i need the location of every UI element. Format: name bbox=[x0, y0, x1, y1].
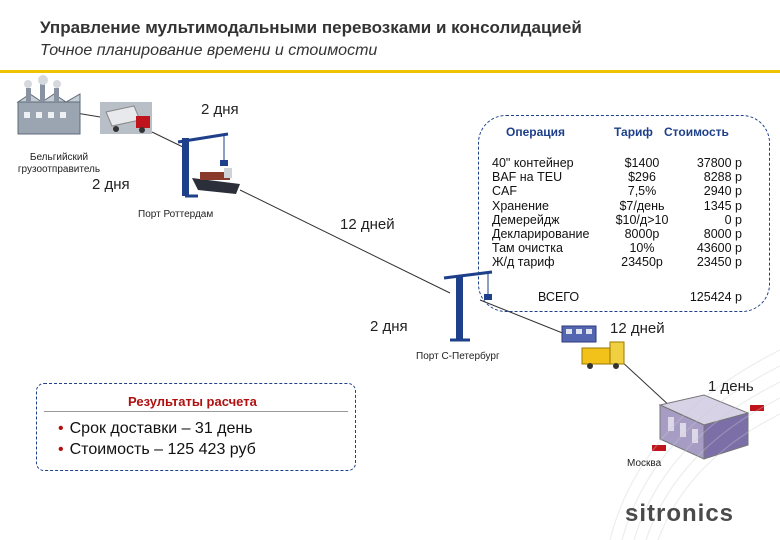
duration-label: 2 дня bbox=[201, 101, 239, 118]
result-text: Стоимость – 125 423 руб bbox=[69, 441, 256, 458]
truck-icon bbox=[100, 102, 152, 134]
page-subtitle: Точное планирование времени и стоимости bbox=[40, 42, 378, 59]
table-cell: 8000 р bbox=[703, 226, 742, 241]
total-label: ВСЕГО bbox=[538, 290, 580, 304]
table-cell: 23450р bbox=[621, 255, 663, 270]
operation-column: 40" контейнер BAF на TEU CAF Хранение Де… bbox=[492, 156, 589, 270]
table-cell: Декларирование bbox=[492, 226, 590, 241]
duration-label: 2 дня bbox=[92, 176, 130, 193]
warehouse-icon bbox=[652, 394, 764, 460]
table-cell: CAF bbox=[492, 184, 517, 199]
table-cell: 1345 р bbox=[703, 198, 742, 213]
table-cell: $296 bbox=[628, 170, 656, 185]
table-cell: 8000р bbox=[624, 226, 660, 241]
column-header-tariff: Тариф bbox=[614, 125, 653, 139]
table-cell: $7/день bbox=[619, 198, 665, 213]
page-title: Управление мультимодальными перевозками … bbox=[40, 18, 582, 37]
table-cell: Ж/д тариф bbox=[492, 255, 555, 270]
table-cell: $1400 bbox=[624, 156, 660, 170]
table-cell: $10/д>10 bbox=[615, 212, 669, 227]
result-text: Срок доставки – 31 день bbox=[69, 420, 253, 437]
duration-label: 2 дня bbox=[370, 318, 408, 335]
column-header-cost: Стоимость bbox=[664, 125, 729, 139]
table-cell: BAF на TEU bbox=[492, 170, 563, 185]
results-panel bbox=[36, 383, 356, 471]
truck-icon bbox=[581, 341, 625, 369]
tariff-table-frame bbox=[478, 115, 770, 312]
table-cell: 37800 р bbox=[696, 156, 742, 170]
shipper-label: Бельгийский грузоотправитель bbox=[17, 152, 101, 175]
table-cell: 10% bbox=[629, 241, 655, 256]
port-spb-label: Порт С-Петербург bbox=[416, 351, 500, 362]
results-title: Результаты расчета bbox=[128, 394, 257, 409]
cost-column: 37800 р 8288 р 2940 р 1345 р 0 р 8000 р … bbox=[672, 156, 742, 270]
ship-icon bbox=[192, 168, 240, 194]
table-cell: 0 р bbox=[724, 212, 742, 227]
sitronics-logo: sitronics bbox=[625, 500, 735, 527]
table-cell: Там очистка bbox=[492, 241, 563, 256]
column-header-operation: Операция bbox=[506, 125, 566, 139]
route-line-last bbox=[619, 359, 673, 409]
moscow-label: Москва bbox=[627, 458, 662, 469]
factory-icon bbox=[16, 75, 81, 135]
table-cell: 2940 р bbox=[703, 184, 742, 199]
route-line-truck-rotterdam bbox=[151, 131, 186, 149]
train-icon bbox=[561, 325, 597, 343]
table-cell: 43600 р bbox=[696, 241, 742, 256]
bullet-icon: • bbox=[58, 420, 64, 437]
port-rotterdam-label: Порт Роттердам bbox=[138, 209, 214, 220]
duration-label: 1 день bbox=[708, 378, 754, 395]
route-line-sea bbox=[239, 189, 451, 294]
table-cell: Демерейдж bbox=[492, 212, 560, 227]
table-cell: Хранение bbox=[492, 198, 549, 213]
duration-label: 12 дней bbox=[340, 216, 395, 233]
table-cell: 8288 р bbox=[703, 170, 742, 185]
result-item: • Срок доставки – 31 день bbox=[58, 420, 253, 438]
tariff-column: $1400 $296 7,5% $7/день $10/д>10 8000р 1… bbox=[604, 156, 680, 270]
crane-icon bbox=[177, 132, 229, 198]
results-divider bbox=[44, 411, 348, 412]
table-cell: 23450 р bbox=[696, 255, 742, 270]
logo-swirl-graphic bbox=[609, 349, 780, 540]
title-divider bbox=[0, 70, 780, 73]
total-value: 125424 р bbox=[689, 290, 742, 304]
bullet-icon: • bbox=[58, 441, 64, 458]
result-item: • Стоимость – 125 423 руб bbox=[58, 441, 256, 459]
table-cell: 7,5% bbox=[627, 184, 657, 199]
duration-label: 12 дней bbox=[610, 320, 665, 337]
table-cell: 40" контейнер bbox=[492, 156, 574, 170]
